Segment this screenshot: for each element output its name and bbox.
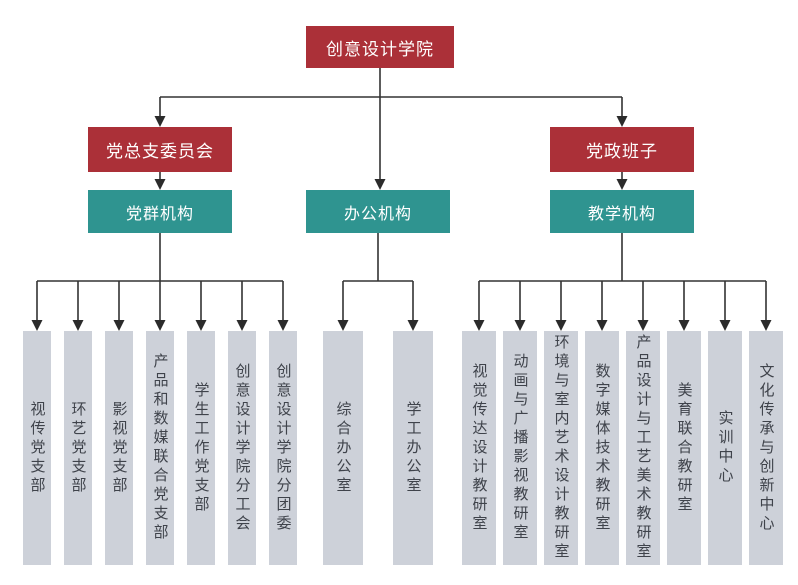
node-root-label: 创意设计学院 <box>326 39 434 60</box>
leaf-label: 产品和数媒联合党支部 <box>151 353 170 543</box>
leaf-node: 数字媒体技术教研室 <box>585 331 619 565</box>
leaf-label: 学生工作党支部 <box>192 381 211 515</box>
node-party-admin-team: 党政班子 <box>550 127 694 172</box>
leaf-node: 美育联合教研室 <box>667 331 701 565</box>
leaf-label: 实训中心 <box>716 410 735 486</box>
leaf-label: 视传党支部 <box>28 400 47 496</box>
leaf-node: 环境与室内艺术设计教研室 <box>544 331 578 565</box>
leaf-node: 实训中心 <box>708 331 742 565</box>
leaf-node: 综合办公室 <box>323 331 363 565</box>
leaf-label: 数字媒体技术教研室 <box>593 362 612 534</box>
leaf-node: 产品设计与工艺美术教研室 <box>626 331 660 565</box>
node-party-mass-orgs-label: 党群机构 <box>125 203 194 223</box>
node-party-mass-orgs: 党群机构 <box>88 190 232 233</box>
leaf-node: 创意设计学院分工会 <box>228 331 256 565</box>
leaf-label: 美育联合教研室 <box>675 381 694 515</box>
leaf-label: 文化传承与创新中心 <box>757 362 776 534</box>
node-party-committee-label: 党总支委员会 <box>106 142 214 162</box>
node-root: 创意设计学院 <box>306 26 454 68</box>
leaf-label: 视觉传达设计教研室 <box>470 362 489 534</box>
leaf-node: 产品和数媒联合党支部 <box>146 331 174 565</box>
node-office-orgs-label: 办公机构 <box>343 203 412 223</box>
leaf-label: 环艺党支部 <box>69 400 88 496</box>
leaf-node: 影视党支部 <box>105 331 133 565</box>
leaf-label: 创意设计学院分团委 <box>274 362 293 534</box>
leaf-label: 环境与室内艺术设计教研室 <box>552 334 571 562</box>
node-party-admin-team-label: 党政班子 <box>586 142 658 162</box>
node-party-committee: 党总支委员会 <box>88 127 232 172</box>
leaf-node: 环艺党支部 <box>64 331 92 565</box>
leaf-label: 影视党支部 <box>110 400 129 496</box>
leaf-node: 创意设计学院分团委 <box>269 331 297 565</box>
connector-stems <box>36 68 767 327</box>
leaf-node: 动画与广播影视教研室 <box>503 331 537 565</box>
leaf-node: 学工办公室 <box>393 331 433 565</box>
leaf-label: 综合办公室 <box>334 400 353 496</box>
node-teaching-orgs: 教学机构 <box>550 190 694 233</box>
node-teaching-orgs-label: 教学机构 <box>587 203 656 223</box>
leaf-node: 文化传承与创新中心 <box>749 331 783 565</box>
leaf-node: 学生工作党支部 <box>187 331 215 565</box>
leaf-label: 动画与广播影视教研室 <box>511 353 530 543</box>
leaf-node: 视觉传达设计教研室 <box>462 331 496 565</box>
leaf-label: 学工办公室 <box>404 400 423 496</box>
node-office-orgs: 办公机构 <box>306 190 450 233</box>
leaf-node: 视传党支部 <box>23 331 51 565</box>
leaf-label: 创意设计学院分工会 <box>233 362 252 534</box>
leaf-label: 产品设计与工艺美术教研室 <box>634 334 653 562</box>
